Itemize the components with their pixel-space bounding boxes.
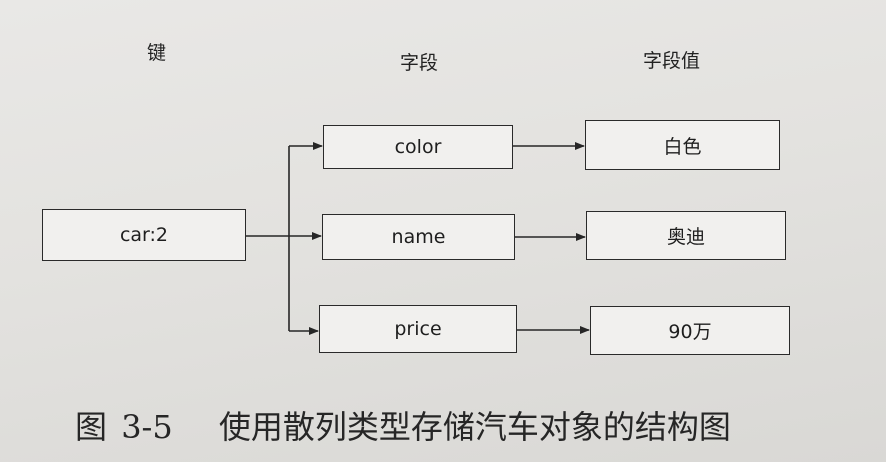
key-column-header: 键 — [147, 42, 167, 64]
caption-prefix: 图 — [75, 408, 108, 446]
field-box-price: price — [319, 305, 517, 353]
field-column-header: 字段 — [400, 52, 439, 74]
caption-number: 3-5 — [121, 408, 173, 446]
value-box-color: 白色 — [585, 120, 780, 170]
caption-text: 使用散列类型存储汽车对象的结构图 — [218, 408, 731, 446]
value-box-name: 奥迪 — [586, 211, 786, 260]
key-box: car:2 — [42, 209, 246, 261]
field-box-name: name — [322, 214, 515, 260]
value-box-price: 90万 — [590, 306, 790, 355]
field-box-color: color — [323, 125, 513, 169]
value-column-header: 字段值 — [643, 50, 701, 72]
figure-caption: 图 3-5 使用散列类型存储汽车对象的结构图 — [75, 402, 731, 448]
